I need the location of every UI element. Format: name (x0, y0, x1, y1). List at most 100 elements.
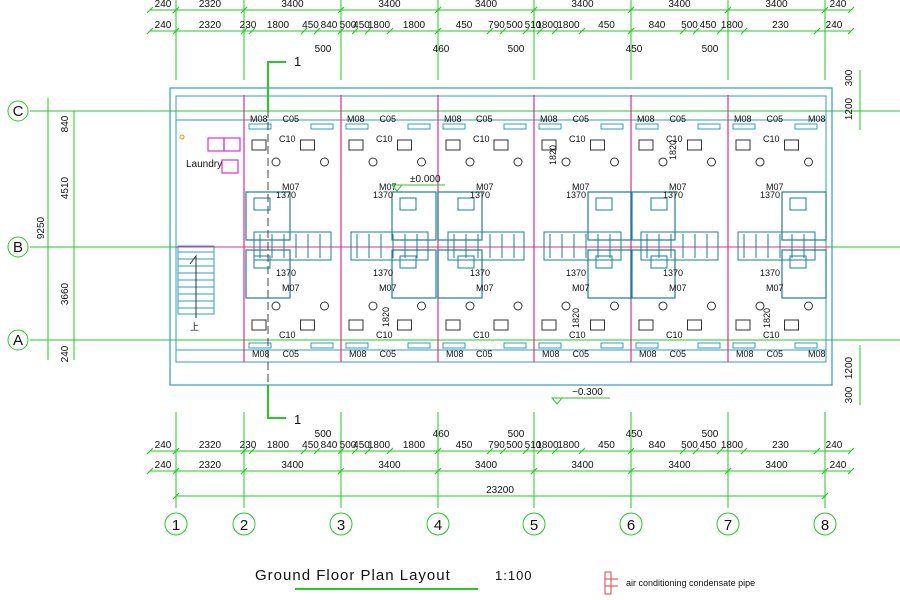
toilet-top-5-1 (784, 139, 799, 151)
dim-top-detail-text-12: 500 (506, 20, 523, 31)
wardrobe-4 (640, 231, 719, 261)
dim-top-detail-tick-3 (248, 27, 256, 35)
tag-m07-top-1: M07 (379, 182, 397, 192)
dim-bottom-detail-tick-9 (386, 447, 394, 455)
tag-m07-bottom-5: M07 (766, 283, 784, 293)
tag-c05-top-3: C05 (573, 114, 590, 124)
window-south-1 (345, 342, 369, 349)
window-north-3 (538, 123, 562, 130)
dim-top-overall-tick-0 (146, 6, 154, 14)
elevation-mark-outside (550, 397, 564, 405)
axis-label-5: 5 (530, 517, 538, 534)
laundry-label: Laundry (186, 159, 222, 170)
dim-bottom-detail-text-10: 450 (456, 440, 473, 451)
toilet-top-5-0 (735, 139, 751, 151)
toilet-bottom-1-0 (348, 319, 364, 331)
basin-top-2-1 (513, 157, 523, 167)
basin-bottom-3-0 (561, 301, 571, 311)
room-dim-bottom-2: 1370 (470, 268, 490, 278)
dim-bottom-detail-text-5: 840 (321, 440, 338, 451)
dim-bottom-detail-text-21: 230 (772, 440, 789, 451)
drawing-scale: 1:100 (495, 568, 533, 583)
tag-m07-bottom-1: M07 (379, 283, 397, 293)
tag-m08-top-1: M08 (347, 114, 365, 124)
pillow-5 (399, 255, 417, 269)
axis-label-8: 8 (821, 517, 829, 534)
toilet-bottom-3-0 (541, 319, 557, 331)
tag-c05-bottom-0: C05 (283, 349, 300, 359)
tag-m08-bottom-3: M08 (542, 349, 560, 359)
dim-top-overall-text-0: 240 (155, 0, 172, 10)
dim-bottom-detail-tick-12 (499, 447, 507, 455)
axis-label-7: 7 (724, 517, 732, 534)
toilet-bottom-0-1 (300, 319, 315, 331)
tag-m07-top-5: M07 (766, 182, 784, 192)
dim-top-small-0: 500 (315, 44, 332, 55)
dim-right-bottom-1: 300 (844, 386, 855, 403)
walls (176, 95, 830, 362)
dim-top-detail-tick-5 (313, 27, 321, 35)
axis-label-2: 2 (240, 517, 248, 534)
dim-top-detail-text-4: 450 (302, 20, 319, 31)
tag-m08-top-5: M08 (734, 114, 752, 124)
axis-bubble-3 (329, 512, 353, 536)
dim-top-overall-text-4: 3400 (475, 0, 498, 10)
dim-bottom-detail-tick-7 (351, 447, 359, 455)
tag-m08-bottom-0: M08 (252, 349, 270, 359)
basin-bottom-2-0 (465, 301, 475, 311)
dim-bottom-detail-text-0: 240 (155, 440, 172, 451)
dim-bottom-overall-tick-4 (434, 467, 442, 475)
window-south2-4 (697, 342, 721, 349)
dim-bottom-detail-tick-17 (627, 447, 635, 455)
toilet-bottom-3-1 (590, 319, 605, 331)
tag-c10-bottom-5: C10 (763, 330, 780, 340)
dim-bottom-detail-text-12: 500 (506, 440, 523, 451)
tag-c10-bottom-1: C10 (376, 330, 393, 340)
dim-top-overall-tick-9 (847, 6, 855, 14)
dim-top-overall-text-5: 3400 (571, 0, 594, 10)
dim-bottom-detail-text-4: 450 (302, 440, 319, 451)
window-north2-1 (407, 123, 431, 130)
toilet-bottom-5-1 (784, 319, 799, 331)
window-north-1 (345, 123, 369, 130)
pillow-b-3 (650, 255, 668, 269)
dim-bottom-overall-tick-6 (627, 467, 635, 475)
dim-top-detail-text-15: 1800 (557, 20, 580, 31)
drain-icon (179, 134, 185, 140)
dim-bottom-overall-text-3: 3400 (378, 460, 401, 471)
dim-top-overall-text-8: 240 (830, 0, 847, 10)
room-dim-top-1: 1370 (373, 190, 393, 200)
dim-top-detail-tick-19 (692, 27, 700, 35)
tag-m08-top-0: M08 (250, 114, 268, 124)
axis-label-4: 4 (434, 517, 442, 534)
dim-top-overall-text-1: 2320 (199, 0, 222, 10)
room-dim-top-0: 1370 (276, 190, 296, 200)
laundry-machine-1 (207, 137, 225, 152)
dim-1820-1: 1820 (668, 140, 678, 160)
bed-b-0 (437, 191, 483, 241)
dim-top-detail-text-18: 500 (681, 20, 698, 31)
tag-c10-bottom-3: C10 (569, 330, 586, 340)
dim-top-detail-tick-11 (486, 27, 494, 35)
dim-top-overall-tick-1 (172, 6, 180, 14)
basin-top-3-0 (561, 157, 571, 167)
dim-top-detail-tick-6 (337, 27, 345, 35)
toilet-bottom-2-1 (493, 319, 509, 331)
window-north-2 (442, 123, 466, 130)
dim-top-detail-text-11: 790 (488, 20, 505, 31)
dim-top-detail-text-8: 1800 (368, 20, 391, 31)
dim-top-small-1: 460 (433, 44, 450, 55)
dim-top-detail-text-20: 1800 (721, 20, 744, 31)
legend-pipe-icon (604, 571, 618, 595)
dim-left-part-2: 3660 (60, 282, 71, 305)
dim-bottom-overall-tick-7 (724, 467, 732, 475)
dim-top-detail-tick-12 (499, 27, 507, 35)
axis-bubble-A (7, 329, 29, 351)
dim-top-detail-text-5: 840 (321, 20, 338, 31)
basin-top-4-0 (658, 157, 668, 167)
window-north2-4 (697, 123, 721, 130)
dim-bottom-detail-tick-8 (364, 447, 372, 455)
dim-top-detail-text-21: 230 (772, 20, 789, 31)
dim-bottom-detail-text-3: 1800 (267, 440, 290, 451)
room-dim-top-4: 1370 (663, 190, 683, 200)
